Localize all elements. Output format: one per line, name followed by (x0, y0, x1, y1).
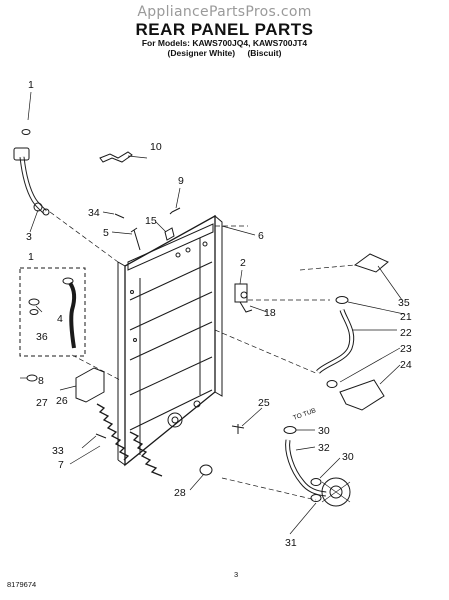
callout: 3 (26, 231, 32, 243)
callout-numbers: 1 10 9 34 15 5 6 3 1 2 4 36 35 21 18 22 … (26, 79, 412, 549)
pump (321, 477, 351, 507)
clamp-27 (26, 374, 38, 382)
callout: 30 (318, 425, 330, 437)
callout: 2 (240, 257, 246, 269)
guide-lines (49, 211, 356, 501)
clamp-23 (326, 380, 338, 388)
document-code: 8179674 (7, 580, 37, 589)
inset-box (19, 267, 86, 357)
callout: 22 (400, 327, 412, 339)
callout: 1 (28, 251, 34, 263)
callout: 23 (400, 343, 412, 355)
bracket-35 (353, 253, 389, 273)
callout: 1 (28, 79, 34, 91)
variant-biscuit: (Biscuit) (247, 48, 282, 58)
variant-line: (Designer White) (Biscuit) (0, 48, 449, 58)
leader-lines (20, 91, 405, 535)
to-tub-label: TO TUB (292, 407, 317, 422)
callout: 5 (103, 227, 109, 239)
page-number: 3 (234, 570, 239, 579)
clamp-28 (199, 464, 213, 476)
callout: 4 (57, 313, 63, 325)
callout: 36 (36, 331, 48, 343)
callout: 8 (38, 375, 44, 387)
callout: 34 (88, 207, 100, 219)
watermark: AppliancePartsPros.com (137, 4, 312, 20)
callout: 24 (400, 359, 412, 371)
screw-34 (114, 213, 125, 219)
clamp-31 (310, 494, 322, 502)
callout: 35 (398, 297, 410, 309)
callout: 30 (342, 451, 354, 463)
callout: 26 (56, 395, 68, 407)
callout: 27 (36, 397, 48, 409)
variant-designer-white: (Designer White) (167, 48, 236, 58)
callout: 28 (174, 487, 186, 499)
callout: 33 (52, 445, 64, 457)
callout: 10 (150, 141, 162, 153)
screw-33 (95, 433, 107, 439)
page-title: REAR PANEL PARTS (135, 20, 314, 39)
callout: 9 (178, 175, 184, 187)
clamp-30b (310, 478, 322, 486)
callout: 32 (318, 442, 330, 454)
clamp-30a (283, 426, 297, 434)
drain-hose-4 (68, 281, 77, 349)
models-line: For Models: KAWS700JQ4, KAWS700JT4 (141, 38, 308, 48)
mount-26 (75, 367, 105, 403)
callout: 31 (285, 537, 297, 549)
callout: 25 (258, 397, 270, 409)
part-15 (164, 227, 175, 241)
callout: 21 (400, 311, 412, 323)
bracket-10 (99, 151, 133, 163)
rear-panel (117, 214, 223, 467)
part-5 (130, 227, 141, 251)
water-valve (234, 283, 253, 313)
callout: 6 (258, 230, 264, 242)
pump-24 (339, 379, 385, 411)
screw-25 (231, 424, 245, 434)
model-list: For Models: KAWS700JQ4, KAWS700JT4 (Desi… (0, 38, 449, 58)
callout: 7 (58, 459, 64, 471)
callout: 15 (145, 215, 157, 227)
inlet-hose (13, 129, 50, 216)
spring-7 (96, 403, 130, 461)
callout: 18 (264, 307, 276, 319)
screw-9 (169, 207, 181, 215)
clamp-21 (335, 296, 349, 304)
